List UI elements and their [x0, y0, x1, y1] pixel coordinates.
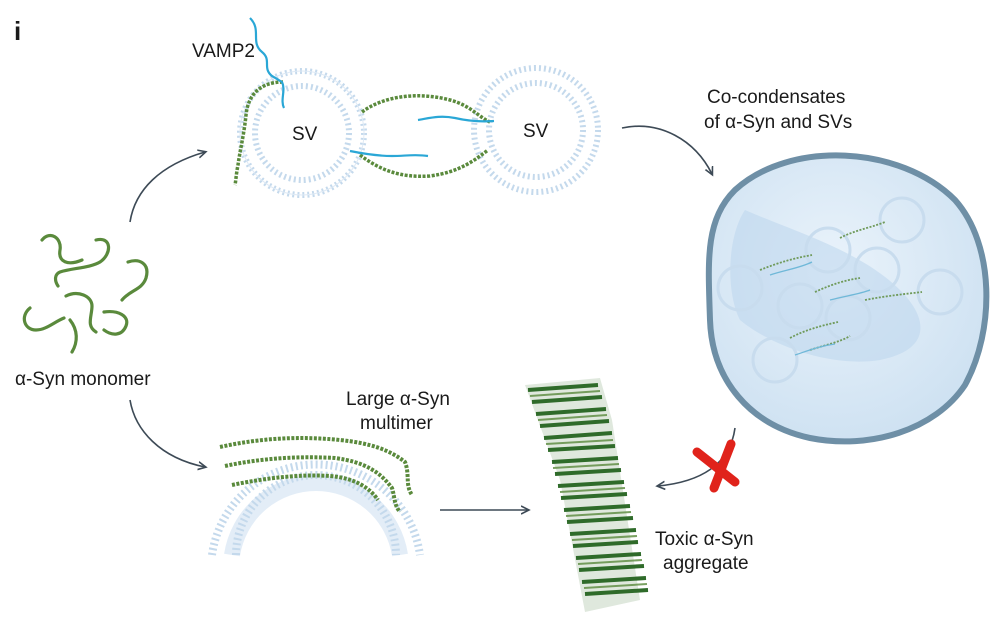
arrow-to-sv — [129, 152, 205, 223]
arrow-condensate-to-aggregate — [658, 427, 736, 486]
cocondensate-label-line2: of α-Syn and SVs — [704, 112, 852, 133]
vamp2-strand-left — [249, 17, 286, 109]
blocked-x-icon — [692, 439, 740, 493]
sv-pair: VAMP2 SV SV — [192, 17, 601, 198]
arrow-to-condensate — [621, 125, 712, 174]
vamp2-strand-mid — [349, 149, 429, 158]
alpha-syn-left-strand — [233, 80, 284, 186]
alpha-syn-bridge-top — [360, 94, 491, 124]
multimer-label-line2: multimer — [360, 413, 434, 434]
alpha-syn-monomers — [22, 234, 149, 354]
membrane-multimer — [208, 436, 424, 557]
sv-right — [471, 65, 601, 195]
alpha-syn-bridge-bottom — [358, 148, 490, 179]
toxic-label-line1: Toxic α-Syn — [655, 529, 754, 550]
sv-left — [237, 68, 367, 198]
multimer-label-line1: Large α-Syn — [346, 389, 450, 410]
cocondensate-label-line1: Co-condensates — [707, 87, 845, 108]
flow-arrows — [129, 125, 736, 510]
vamp2-strand-right — [417, 115, 495, 123]
monomer-label: α-Syn monomer — [15, 369, 151, 390]
arrow-to-multimer — [129, 399, 205, 467]
co-condensate-droplet — [705, 152, 990, 445]
sv-left-label: SV — [292, 124, 318, 145]
toxic-aggregate-fibril — [525, 378, 649, 612]
toxic-label-line2: aggregate — [663, 553, 749, 574]
panel-label: i — [14, 16, 21, 46]
sv-right-label: SV — [523, 121, 549, 142]
vamp2-label: VAMP2 — [192, 41, 255, 62]
